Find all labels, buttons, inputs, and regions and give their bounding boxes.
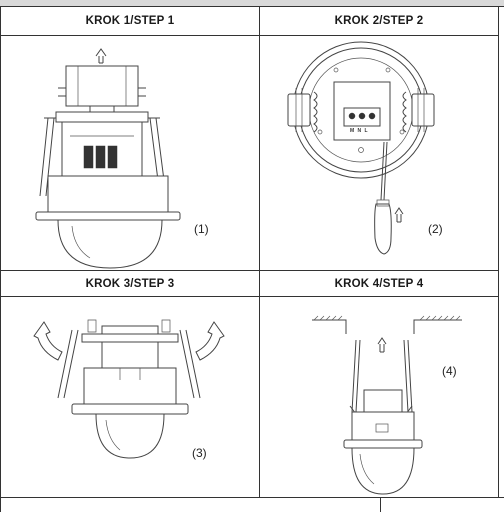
- step1-label: (1): [194, 222, 209, 236]
- grid-line-h3: [0, 296, 499, 297]
- grid-line-h4: [0, 497, 504, 498]
- step1-illustration: [35, 48, 181, 269]
- step3-header: KROK 3/STEP 3: [85, 277, 175, 290]
- grid-line-bottom-split: [380, 497, 381, 512]
- step2-illustration: [287, 41, 435, 255]
- top-strip: [0, 0, 504, 7]
- grid-line-h2: [0, 270, 499, 271]
- terminal-labels: M N L: [350, 128, 369, 134]
- step2-label: (2): [428, 222, 443, 236]
- grid-line-right: [498, 6, 499, 497]
- step1-header: KROK 1/STEP 1: [85, 14, 175, 27]
- grid-line-left: [0, 6, 1, 512]
- step3-label: (3): [192, 446, 207, 460]
- step3-illustration: [33, 319, 225, 459]
- step2-header: KROK 2/STEP 2: [334, 14, 424, 27]
- grid-line-center: [259, 6, 260, 497]
- step4-label: (4): [442, 364, 457, 378]
- step4-header: KROK 4/STEP 4: [334, 277, 424, 290]
- step4-illustration: [312, 315, 462, 495]
- grid-line-h1: [0, 35, 499, 36]
